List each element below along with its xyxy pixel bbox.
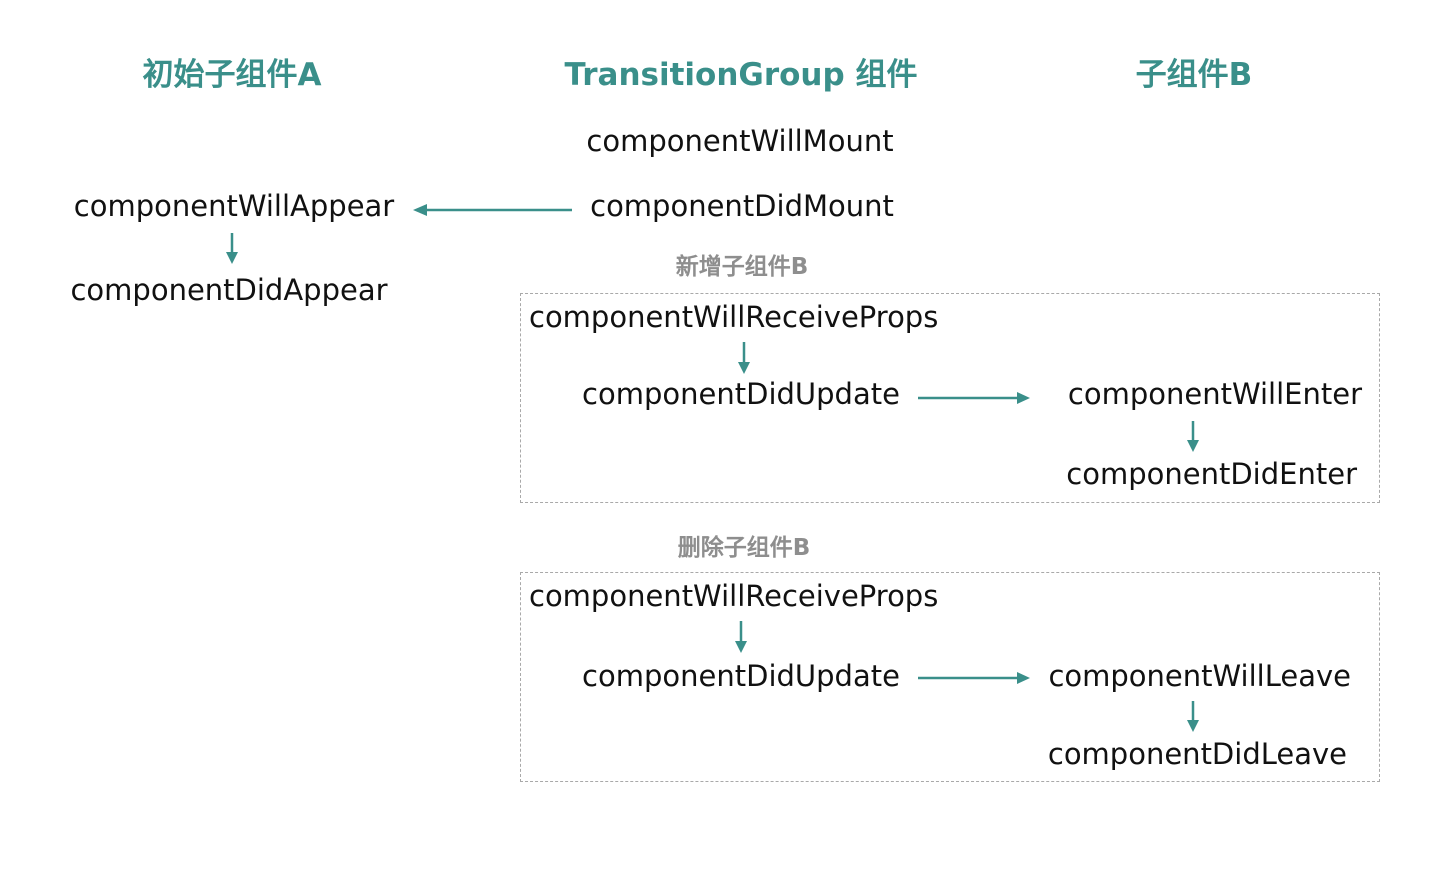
method-component-did-update: componentDidUpdate [582, 377, 900, 411]
method-component-did-mount: componentDidMount [590, 189, 894, 223]
method-component-will-appear: componentWillAppear [73, 189, 395, 223]
method-component-did-appear: componentDidAppear [70, 273, 388, 307]
method-component-will-enter: componentWillEnter [1067, 377, 1362, 411]
method-component-did-leave: componentDidLeave [1047, 737, 1347, 771]
method-component-will-receive-props-remove: componentWillReceiveProps [529, 579, 939, 613]
arrow-did-mount-to-will-appear [413, 204, 572, 216]
column-title-child-b: 子组件B [1135, 57, 1253, 93]
method-component-will-receive-props: componentWillReceiveProps [529, 300, 939, 334]
arrow-will-appear-to-did-appear [226, 233, 238, 264]
column-title-transition-group: TransitionGroup 组件 [564, 57, 918, 93]
method-component-did-update-remove: componentDidUpdate [582, 659, 900, 693]
method-component-will-leave: componentWillLeave [1048, 659, 1351, 693]
remove-child-b-box [520, 572, 1380, 782]
section-title-add-child-b: 新增子组件B [675, 254, 809, 280]
add-child-b-box [520, 293, 1380, 503]
section-title-remove-child-b: 删除子组件B [677, 535, 811, 561]
method-component-did-enter: componentDidEnter [1066, 457, 1357, 491]
column-title-child-a: 初始子组件A [142, 57, 322, 93]
method-component-will-mount: componentWillMount [586, 124, 894, 158]
